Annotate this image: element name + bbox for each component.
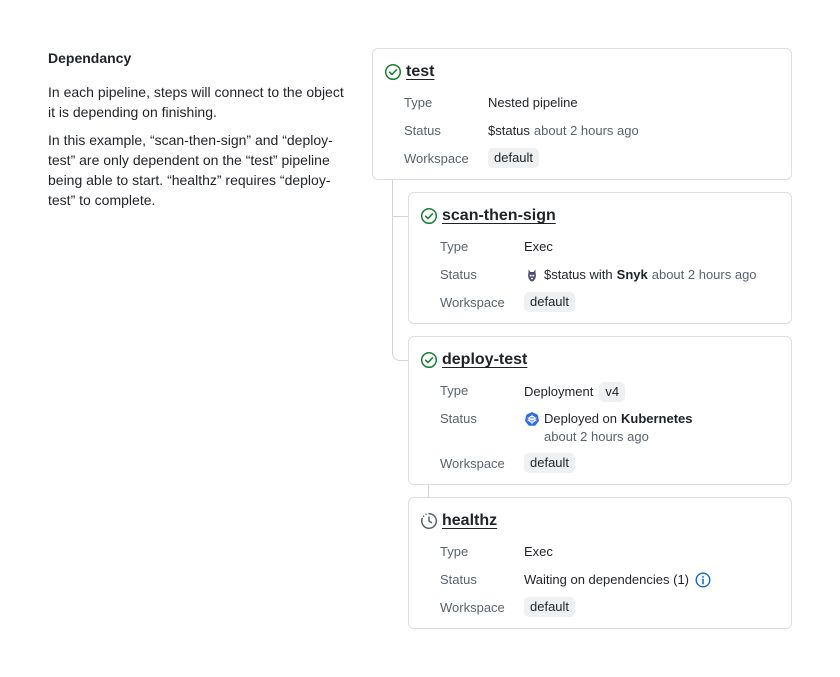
- intro-panel: Dependancy In each pipeline, steps will …: [48, 48, 348, 218]
- workspace-row: Workspace default: [404, 148, 540, 168]
- connector-scan-branch: [392, 216, 408, 217]
- type-row: Type Exec: [440, 543, 553, 561]
- version-badge: v4: [599, 382, 626, 402]
- workspace-label: Workspace: [404, 151, 469, 166]
- workspace-badge: default: [488, 148, 540, 168]
- pipeline-link-scan-then-sign[interactable]: scan-then-sign: [442, 207, 556, 224]
- check-circle-icon: [420, 207, 438, 225]
- type-row: Type Nested pipeline: [404, 94, 578, 112]
- pipeline-card-deploy-test: deploy-test Type Deployment v4 Status De…: [408, 336, 792, 485]
- pipeline-link-healthz[interactable]: healthz: [442, 512, 498, 529]
- type-label: Type: [440, 544, 469, 559]
- check-circle-icon: [384, 63, 402, 81]
- status-text: Deployed on: [544, 411, 617, 426]
- type-label: Type: [404, 95, 433, 110]
- info-icon[interactable]: [695, 572, 711, 588]
- pipeline-card-scan-then-sign: scan-then-sign Type Exec Status $status …: [408, 192, 792, 324]
- workspace-badge: default: [524, 453, 576, 473]
- card-title: test: [384, 63, 434, 81]
- type-label: Type: [440, 383, 469, 398]
- card-title: healthz: [420, 512, 497, 530]
- intro-paragraph-2: In this example, “scan-then-sign” and “d…: [48, 132, 333, 208]
- type-row: Type Deployment v4: [440, 382, 626, 402]
- workspace-row: Workspace default: [440, 597, 576, 617]
- intro-title: Dependancy: [48, 50, 132, 66]
- workspace-row: Workspace default: [440, 292, 576, 312]
- workspace-badge: default: [524, 292, 576, 312]
- intro-paragraph-1: In each pipeline, steps will connect to …: [48, 84, 344, 120]
- status-time: about 2 hours ago: [544, 429, 649, 444]
- snyk-icon: [524, 267, 540, 283]
- status-label: Status: [440, 572, 477, 587]
- status-time: about 2 hours ago: [651, 267, 757, 282]
- status-text: Waiting on dependencies (1): [524, 572, 690, 587]
- kubernetes-icon: [524, 411, 540, 427]
- status-provider: Kubernetes: [621, 411, 693, 426]
- pipeline-card-test: test Type Nested pipeline Status $status…: [372, 48, 792, 180]
- workspace-row: Workspace default: [440, 453, 576, 473]
- connector-deploy-healthz: [428, 485, 429, 497]
- workspace-label: Workspace: [440, 295, 505, 310]
- workspace-badge: default: [524, 597, 576, 617]
- type-value: Nested pipeline: [488, 95, 578, 110]
- type-value: Exec: [524, 239, 553, 254]
- status-label: Status: [440, 267, 477, 282]
- check-circle-icon: [420, 351, 438, 369]
- card-title: deploy-test: [420, 351, 527, 369]
- status-label: Status: [440, 411, 477, 426]
- card-title: scan-then-sign: [420, 207, 556, 225]
- type-row: Type Exec: [440, 238, 553, 256]
- status-label: Status: [404, 123, 441, 138]
- pipeline-card-healthz: healthz Type Exec Status Waiting on depe…: [408, 497, 792, 629]
- type-value: Exec: [524, 544, 553, 559]
- status-row: Status Waiting on dependencies (1): [440, 571, 711, 589]
- status-text: $status with: [544, 267, 613, 282]
- status-time: about 2 hours ago: [533, 123, 639, 138]
- clock-pending-icon: [420, 512, 438, 530]
- status-row: Status $status with Snyk about 2 hours a…: [440, 266, 757, 284]
- workspace-label: Workspace: [440, 456, 505, 471]
- connector-test-children: [392, 180, 409, 361]
- pipeline-link-deploy-test[interactable]: deploy-test: [442, 351, 528, 368]
- status-row: Status Deployed on Kubernetes about 2 ho…: [440, 410, 693, 446]
- status-text: $status: [488, 123, 530, 138]
- type-value: Deployment: [524, 384, 594, 399]
- status-provider: Snyk: [616, 267, 648, 282]
- type-label: Type: [440, 239, 469, 254]
- pipeline-link-test[interactable]: test: [406, 63, 435, 80]
- workspace-label: Workspace: [440, 600, 505, 615]
- status-row: Status $status about 2 hours ago: [404, 122, 639, 140]
